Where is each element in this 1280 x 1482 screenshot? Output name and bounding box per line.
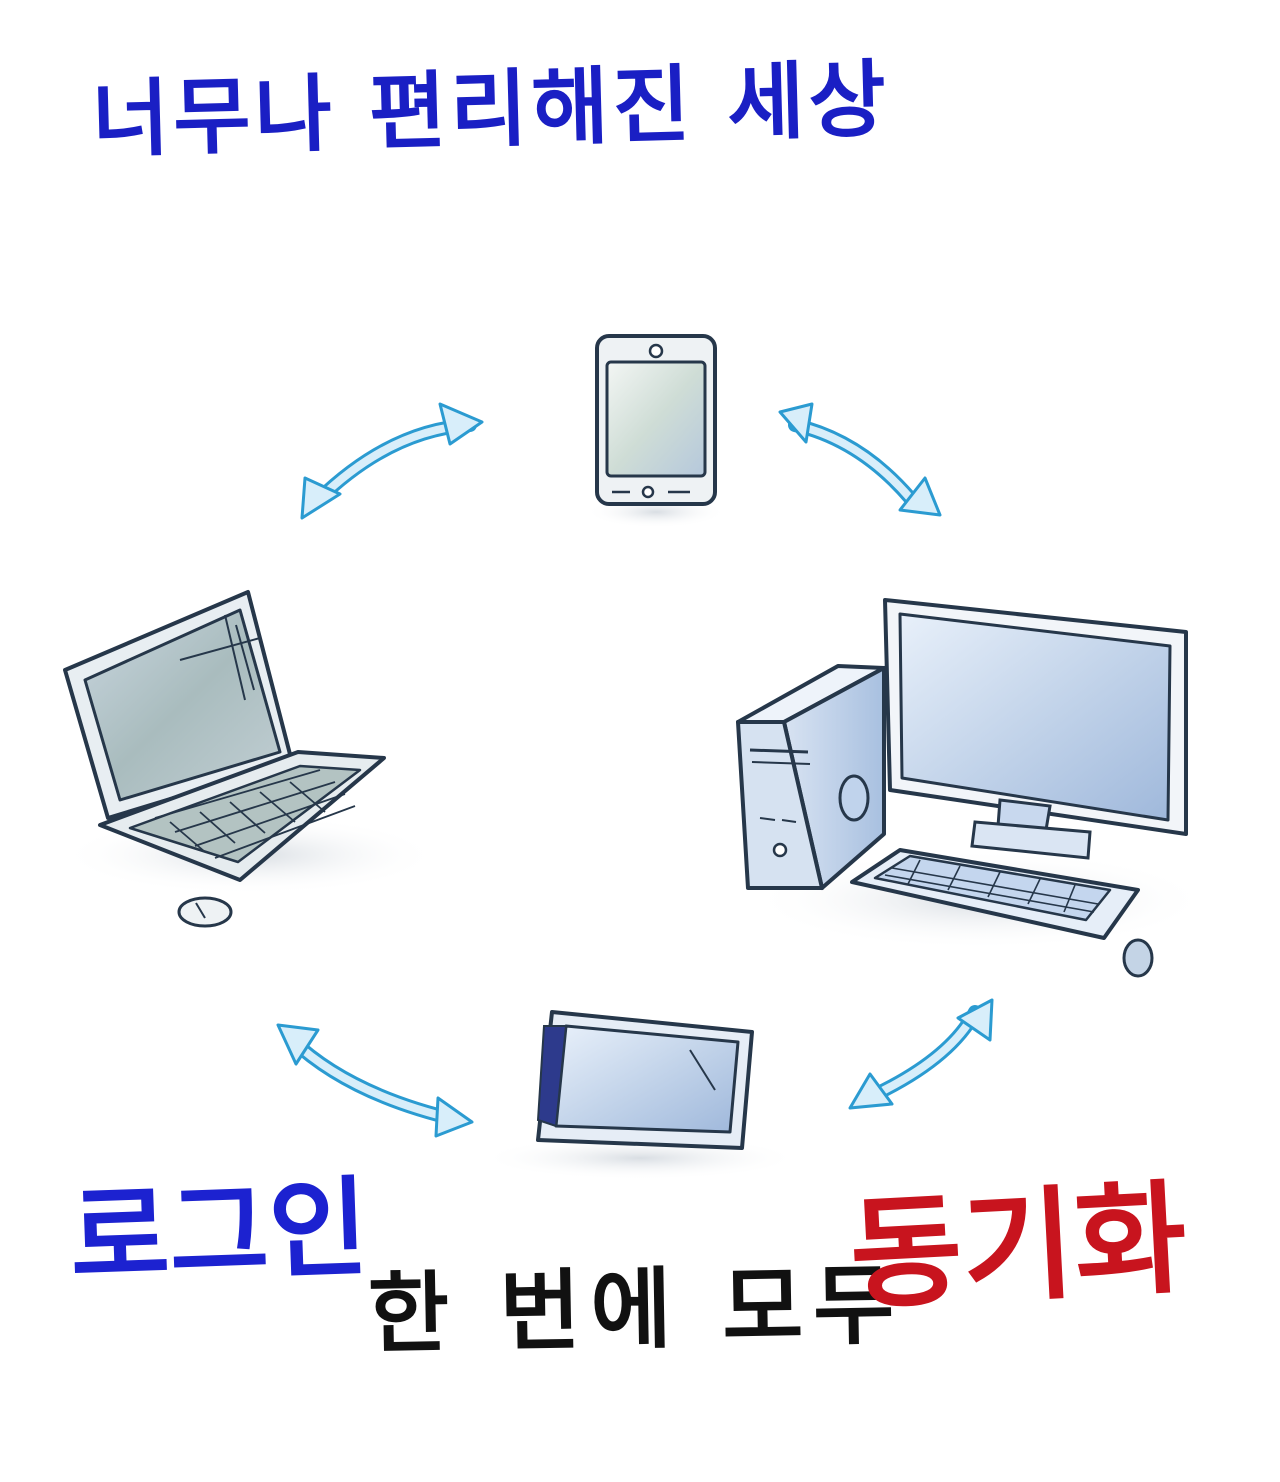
- sync-arrow-phone-laptop: [300, 402, 484, 520]
- sync-arrow-phone-desktop: [778, 402, 942, 517]
- tagline-sync: 동기화: [846, 1167, 1191, 1327]
- tagline-once-all: 한 번에 모두: [367, 1253, 905, 1366]
- laptop-icon: [60, 590, 440, 928]
- sync-arrow-laptop-tablet: [276, 1023, 474, 1138]
- tagline-login: 로그인: [67, 1165, 371, 1302]
- smartphone-icon: [586, 334, 726, 528]
- desktop-computer-icon: [736, 598, 1210, 978]
- tagline: 로그인 한 번에 모두 동기화: [67, 1165, 1230, 1398]
- tablet-icon: [480, 1010, 800, 1180]
- sync-arrow-tablet-desktop: [848, 998, 994, 1110]
